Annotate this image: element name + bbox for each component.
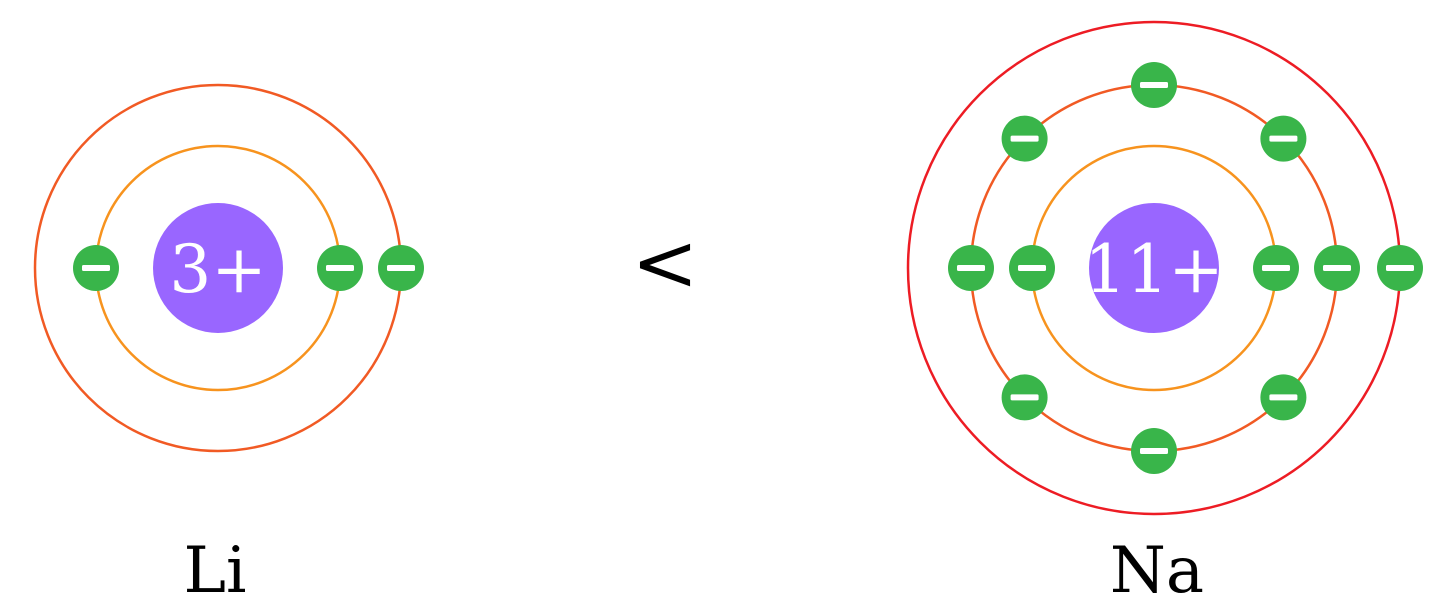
minus-icon bbox=[1140, 82, 1168, 88]
minus-icon bbox=[1140, 448, 1168, 454]
electron bbox=[1131, 428, 1177, 474]
lithium-label: Li bbox=[184, 534, 247, 608]
minus-icon bbox=[1269, 394, 1298, 401]
minus-icon bbox=[82, 265, 110, 271]
electron bbox=[317, 245, 363, 291]
electron bbox=[948, 245, 994, 291]
electron bbox=[1131, 62, 1177, 108]
nucleus bbox=[153, 203, 283, 333]
minus-icon bbox=[1010, 135, 1039, 142]
nucleus bbox=[1089, 203, 1219, 333]
electron bbox=[1001, 374, 1048, 421]
minus-icon bbox=[326, 265, 354, 271]
sodium-atom: 11+ bbox=[906, 20, 1423, 516]
electron bbox=[378, 245, 424, 291]
minus-icon bbox=[1018, 265, 1046, 271]
minus-icon bbox=[1323, 265, 1351, 271]
electron bbox=[1377, 245, 1423, 291]
electron bbox=[1001, 115, 1048, 162]
minus-icon bbox=[1262, 265, 1290, 271]
electron bbox=[1009, 245, 1055, 291]
comparison-symbol: < bbox=[631, 216, 698, 309]
minus-icon bbox=[387, 265, 415, 271]
electron bbox=[1253, 245, 1299, 291]
electron bbox=[73, 245, 119, 291]
sodium-label: Na bbox=[1110, 534, 1204, 608]
nucleus-charge-label: 11+ bbox=[1084, 231, 1223, 308]
electron bbox=[1260, 115, 1307, 162]
nucleus-charge-label: 3+ bbox=[169, 231, 266, 308]
minus-icon bbox=[1010, 394, 1039, 401]
electron bbox=[1314, 245, 1360, 291]
minus-icon bbox=[1386, 265, 1414, 271]
minus-icon bbox=[957, 265, 985, 271]
minus-icon bbox=[1269, 135, 1298, 142]
electron bbox=[1260, 374, 1307, 421]
lithium-atom: 3+ bbox=[33, 83, 424, 453]
